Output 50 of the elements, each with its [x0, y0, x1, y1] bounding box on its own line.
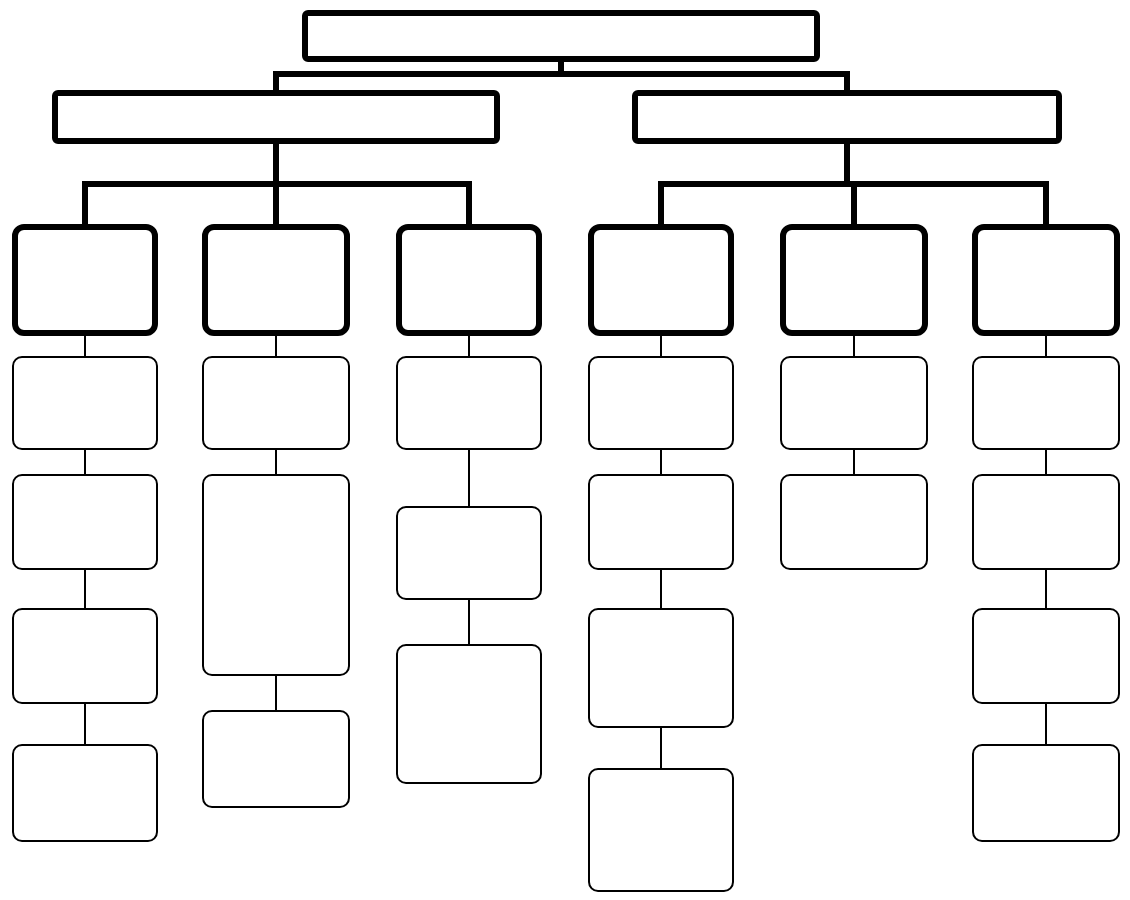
member-box: [972, 608, 1120, 704]
member-box: [972, 474, 1120, 570]
member-box: [202, 474, 350, 676]
connector-line: [1045, 335, 1047, 357]
member-box: [396, 644, 542, 784]
connector-line: [853, 335, 855, 357]
position-box: [632, 90, 1062, 144]
position-box: [52, 90, 500, 144]
connector-line: [468, 335, 470, 357]
member-box: [588, 356, 734, 450]
member-box: [12, 744, 158, 842]
connector-line: [660, 335, 662, 357]
member-box: [12, 356, 158, 450]
member-box: [972, 744, 1120, 842]
position-box: [972, 224, 1120, 336]
connector-line: [84, 449, 86, 475]
connector-line: [84, 569, 86, 609]
member-box: [202, 356, 350, 450]
connector-line: [660, 727, 662, 769]
connector-line: [275, 449, 277, 475]
connector-line: [273, 144, 472, 224]
member-box: [972, 356, 1120, 450]
position-box: [202, 224, 350, 336]
member-box: [396, 506, 542, 600]
position-box: [12, 224, 158, 336]
connector-line: [84, 335, 86, 357]
position-box: [396, 224, 542, 336]
position-box: [780, 224, 928, 336]
member-box: [588, 608, 734, 728]
connector-line: [468, 449, 470, 507]
connector-line: [275, 335, 277, 357]
member-box: [780, 356, 928, 450]
position-box: [588, 224, 734, 336]
connector-line: [1045, 703, 1047, 745]
connector-line: [1045, 569, 1047, 609]
connector-line: [84, 703, 86, 745]
position-box: [302, 10, 820, 62]
member-box: [12, 608, 158, 704]
member-box: [202, 710, 350, 808]
member-box: [780, 474, 928, 570]
connector-line: [853, 449, 855, 475]
connector-line: [1045, 449, 1047, 475]
member-box: [588, 768, 734, 892]
connector-line: [660, 449, 662, 475]
member-box: [12, 474, 158, 570]
member-box: [588, 474, 734, 570]
connector-line: [275, 675, 277, 711]
member-box: [396, 356, 542, 450]
connector-line: [660, 569, 662, 609]
connector-line: [468, 599, 470, 645]
